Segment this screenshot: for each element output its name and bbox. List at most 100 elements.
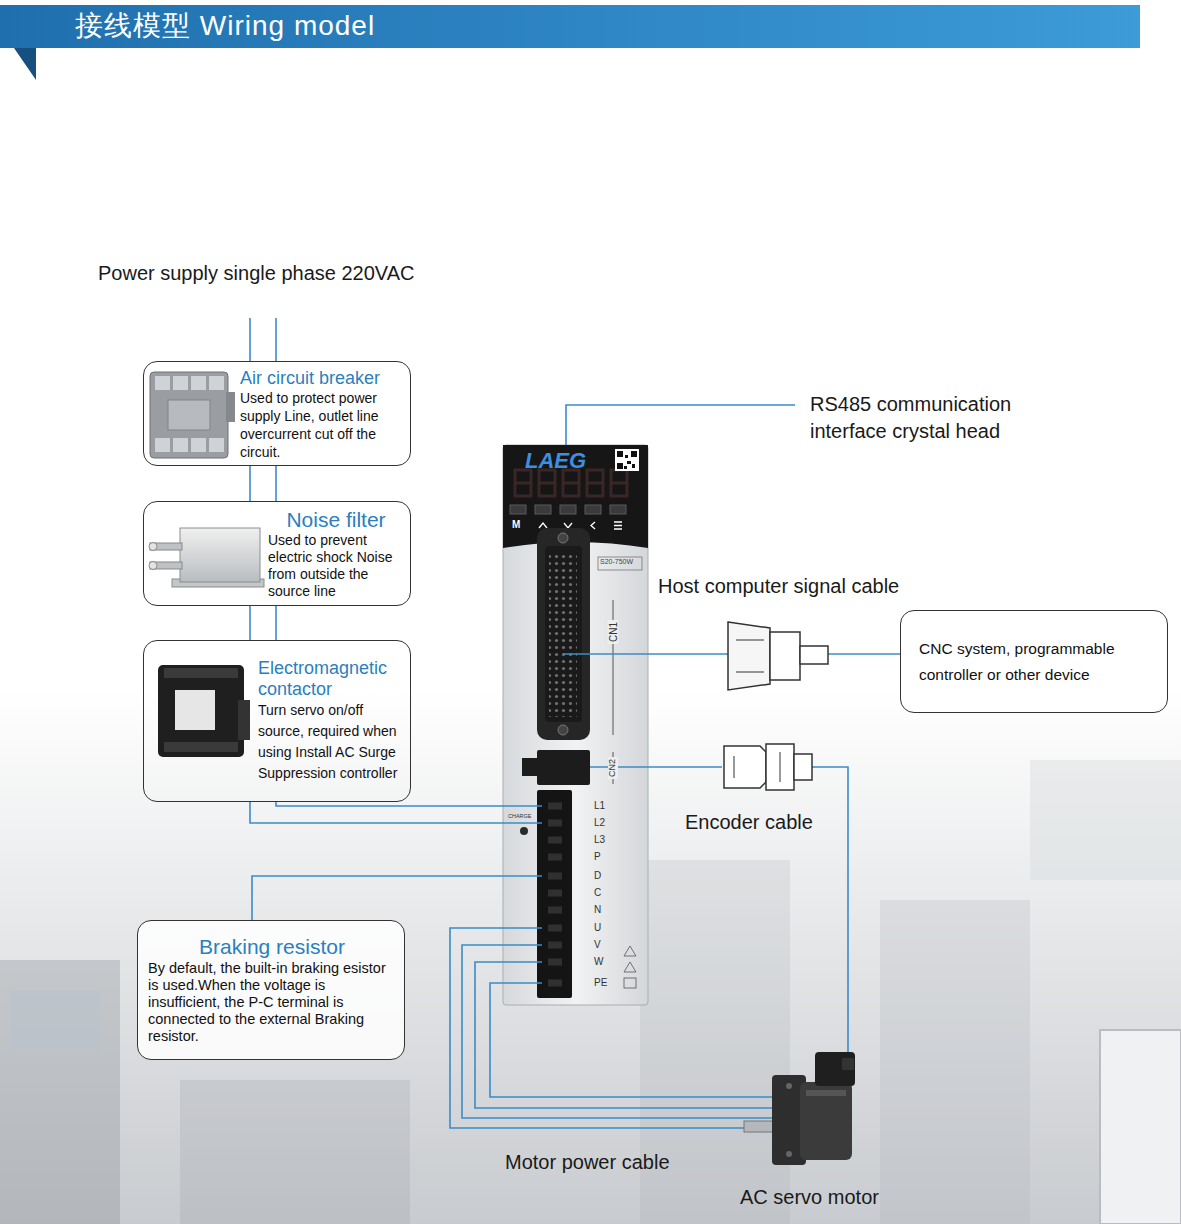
callout-title: Electromagnetic contactor [258,658,406,700]
header-bar [14,48,36,80]
signal-plug [800,646,828,664]
servo-drive-body [522,758,537,776]
factory-photo [1030,760,1181,880]
factory-photo [1100,1030,1181,1224]
breaker-icon [191,376,206,390]
callout-box: Noise filterUsed to prevent electric sho… [143,501,411,606]
servo-drive-body [614,522,622,529]
breaker-icon [168,400,210,430]
brand-logo: LAEG [525,448,586,474]
wire [812,767,848,1060]
supply-wire [249,318,251,361]
power-wire [252,876,503,920]
servo-drive-body [520,827,528,835]
filter-icon [180,528,260,582]
wire-line [252,876,503,920]
servo-drive-body [545,546,582,722]
contactor-icon [158,665,250,757]
wire [450,928,780,1128]
servo-drive-body [624,466,627,469]
power-wire [250,606,276,640]
servo-drive-body [515,470,627,496]
signal-plug [728,622,828,690]
wire [503,822,542,824]
terminal-name: V [594,939,601,951]
servo-drive-body [632,464,635,468]
servo-drive-body [611,482,627,485]
port-name: CN2 [608,757,618,779]
servo-drive-body [515,482,531,485]
factory-photo [180,1080,410,1224]
servo-drive: LAEG [503,445,648,1005]
wire [566,405,795,445]
servo-drive-body [548,803,562,987]
cable-label: Encoder cable [685,810,813,834]
callout-box: Air circuit breakerUsed to protect power… [143,361,411,466]
servo-drive-body [549,552,577,717]
filter-icon [149,562,157,570]
terminal-name: P [594,851,601,863]
servo-drive-body [539,523,547,528]
servo-drive-body [548,959,562,966]
servo-drive-body [617,451,637,469]
page-title: 接线模型 Wiring model [75,9,375,43]
breaker-icon [173,376,188,390]
wire [503,805,542,807]
cable-label: Host computer signal cable [658,574,899,598]
contactor-icon [158,665,244,757]
servo-drive-body [548,820,562,827]
callout-text: Used to prevent electric shock Noise fro… [268,532,404,600]
signal-plug [770,632,800,680]
servo-drive-body [503,445,648,537]
callout-text: By default, the built-in braking esistor… [148,960,396,1045]
encoder-plug [734,756,735,778]
servo-drive-body [617,463,623,469]
servo-drive-body [585,505,601,514]
breaker-icon [209,376,224,390]
contactor-icon [175,690,215,730]
servo-motor [800,1082,852,1160]
filter-icon [149,543,157,551]
servo-motor [744,1121,774,1132]
servo-motor [842,1058,854,1070]
part-label: AC servo motor [740,1185,879,1209]
power-wire [250,466,276,501]
callout-text: Used to protect power supply Line, outle… [240,389,404,461]
servo-motor [786,1151,792,1157]
wire-line [275,466,277,501]
servo-drive-body [625,455,628,458]
servo-drive-body [510,505,526,514]
servo-drive-body [548,907,562,914]
servo-drive-body [624,962,636,972]
contactor-icon [238,700,250,740]
servo-drive-body [548,980,562,987]
breaker-icon [155,376,170,390]
breaker-icon [173,438,188,452]
servo-drive-body [537,528,590,740]
callout-title: Air circuit breaker [240,367,404,389]
factory-photo [10,990,100,1050]
encoder-plug [794,754,812,780]
terminal-name: C [594,887,601,899]
servo-drive-body [563,470,579,496]
servo-drive-body [548,925,562,932]
port-name: CN1 [608,620,619,644]
filter-icon [150,543,182,550]
button-label: M [512,519,520,531]
breaker-icon [150,372,235,458]
terminal-name: L3 [594,834,605,846]
wire [490,983,780,1097]
breaker-icon [209,438,224,452]
servo-motor [806,1090,846,1096]
cable-label: Motor power cable [505,1150,670,1174]
servo-drive-body [548,873,562,880]
servo-drive-body [617,451,623,457]
signal-plug [736,672,764,673]
wire-line [249,466,251,501]
servo-drive-body [558,725,568,735]
servo-drive-body [537,790,572,998]
filter-icon [150,562,182,569]
servo-drive-body [627,461,631,464]
power-wire [250,802,503,823]
contactor-icon [164,668,238,678]
